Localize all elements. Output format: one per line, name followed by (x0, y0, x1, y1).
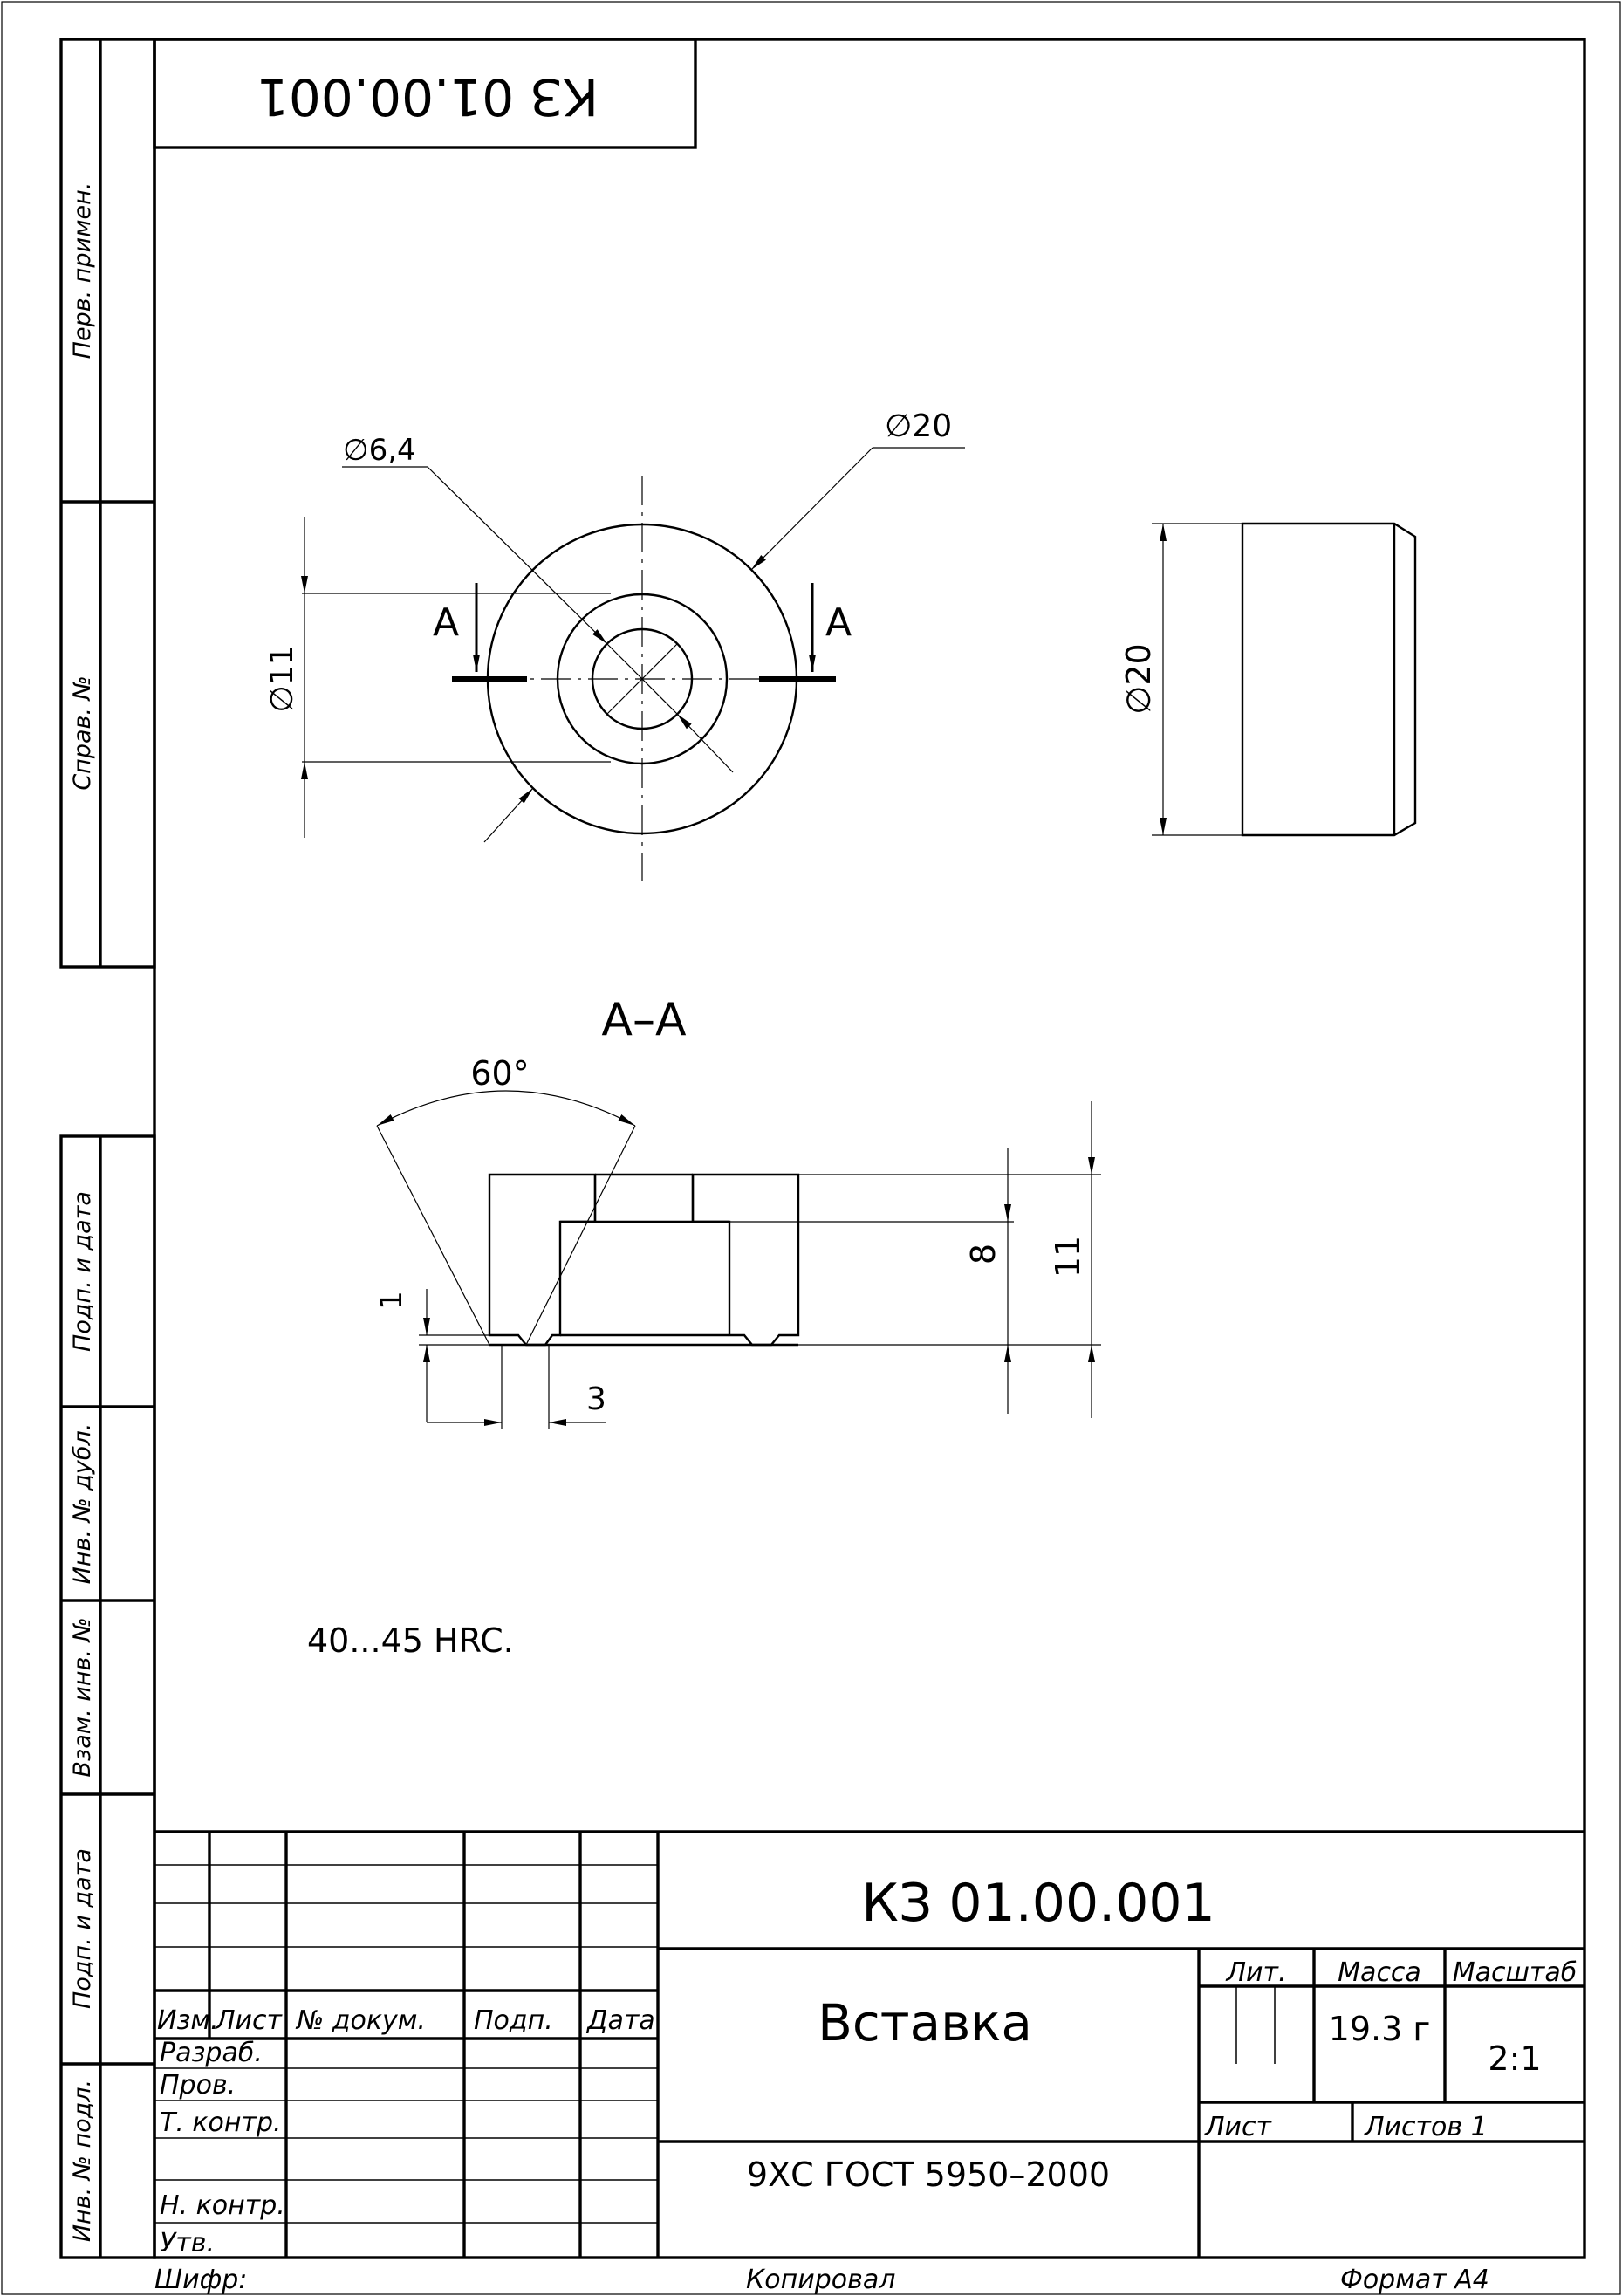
top-code-box: КЗ 01.00.001 (153, 38, 697, 149)
scale-header: Масштаб (1453, 1957, 1578, 1988)
col-list: Лист (215, 2005, 284, 2036)
row-utv: Утв. (160, 2228, 215, 2258)
mass-value: 19.3 г (1329, 2010, 1431, 2048)
footer-format: Формат А4 (1340, 2265, 1489, 2295)
sheet-label: Лист (1204, 2112, 1273, 2142)
col-date: Дата (585, 2005, 655, 2036)
podp-data-label-2: Подп. и дата (69, 1848, 96, 2009)
angle-arc (376, 1090, 636, 1127)
d-11-label: ∅11 (264, 645, 300, 712)
d-20-side-label: ∅20 (1119, 643, 1158, 714)
left-side-strip-top: Перв. примен. Справ. № (59, 38, 156, 969)
perv-primen-label: Перв. примен. (69, 182, 96, 360)
row-nkontr: Н. контр. (160, 2190, 285, 2221)
row-prov: Пров. (160, 2070, 236, 2101)
scale-value: 2:1 (1488, 2039, 1541, 2078)
inv-dubl-label: Инв. № дубл. (69, 1423, 96, 1585)
inv-podl-label: Инв. № подл. (69, 2080, 96, 2242)
d-inner-label: ∅6,4 (343, 433, 416, 468)
inner-circle (591, 627, 694, 730)
podp-data-label-1: Подп. и дата (69, 1191, 96, 1352)
col-sign: Подп. (474, 2005, 553, 2036)
section-a-a: А–А 60° 8 11 1 (374, 994, 1101, 1429)
cut-label-left: А (433, 600, 459, 645)
footer-kopiroval: Копировал (746, 2265, 895, 2295)
material: 9ХС ГОСТ 5950–2000 (747, 2155, 1110, 2194)
part-name: Вставка (818, 1993, 1032, 2053)
front-view: ∅6,4 ∅20 ∅11 А А (264, 408, 965, 881)
h8-label: 8 (964, 1244, 1003, 1265)
w3-label: 3 (586, 1381, 606, 1417)
left-side-strip-bottom: Подп. и дата Инв. № дубл. Взам. инв. № П… (59, 1134, 156, 2259)
h11-label: 11 (1049, 1236, 1087, 1278)
section-label: А–А (601, 994, 687, 1046)
footer-shifr: Шифр: (154, 2265, 247, 2295)
doc-code: КЗ 01.00.001 (861, 1873, 1215, 1934)
side-view-outline (1241, 522, 1417, 837)
side-view: ∅20 (1119, 522, 1417, 837)
h1-label: 1 (374, 1291, 409, 1310)
sheets-label: Листов 1 (1364, 2112, 1488, 2142)
hardness-note: 40...45 HRC. (307, 1621, 514, 1660)
angle-label: 60° (470, 1054, 529, 1093)
middle-circle (556, 593, 729, 765)
section-right-wall (691, 1173, 800, 1347)
vzam-inv-label: Взам. инв. № (69, 1617, 96, 1777)
lit-header: Лит. (1225, 1957, 1286, 1988)
cut-label-right: А (825, 600, 852, 645)
top-doc-code: КЗ 01.00.001 (257, 67, 599, 127)
col-doc: № докум. (295, 2005, 426, 2036)
title-block: Изм. Лист № докум. Подп. Дата Разраб. Пр… (154, 1830, 1584, 2258)
row-razrab: Разраб. (160, 2038, 263, 2068)
mass-header: Масса (1338, 1957, 1421, 1988)
col-izm: Изм. (157, 2005, 219, 2036)
row-tkontr: Т. контр. (160, 2108, 282, 2138)
section-left-wall (488, 1173, 597, 1347)
d-outer-leader-label: ∅20 (885, 408, 952, 444)
sprav-no-label: Справ. № (69, 675, 96, 790)
